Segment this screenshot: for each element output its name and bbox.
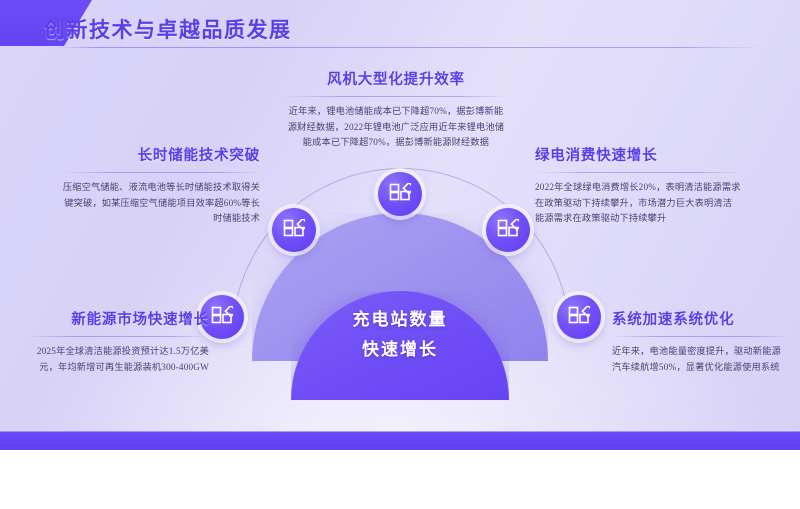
info-block-divider: [25, 336, 209, 337]
node-badge-4[interactable]: [486, 208, 530, 252]
info-block-upper-right: 绿电消费快速增长 2022年全球绿电消费增长20%，表明清洁能源需求在政策驱动下…: [535, 146, 741, 227]
info-block-divider: [62, 172, 260, 173]
info-block-body: 2025年全球清洁能源投资预计达1.5万亿美元，年均新增可再生能源装机300-4…: [36, 346, 209, 372]
slide-canvas: 创新技术与卓越品质发展 充电站数量 快速增长: [0, 0, 800, 450]
info-block-body: 近年来，锂电池储能成本已下降超70%，据彭博新能源财经数据，2022年锂电池广泛…: [287, 106, 505, 147]
info-block-title: 系统加速系统优化: [612, 312, 735, 328]
info-block-lower-right: 系统加速系统优化 近年来，电池能量密度提升，驱动新能源汽车续航增50%，显著优化…: [612, 310, 790, 375]
blocks-icon: [568, 306, 590, 328]
blocks-icon: [211, 306, 233, 328]
info-block-upper-left: 长时储能技术突破 压缩空气储能、液流电池等长时储能技术取得关键突破，如某压缩空气…: [62, 146, 260, 227]
info-block-title: 风机大型化提升效率: [327, 72, 465, 88]
info-block-lower-left: 新能源市场快速增长 2025年全球清洁能源投资预计达1.5万亿美元，年均新增可再…: [25, 310, 209, 375]
bottom-accent-bar: [0, 432, 800, 450]
inner-dome: [291, 291, 509, 400]
node-badge-2[interactable]: [272, 208, 316, 252]
page-title: 创新技术与卓越品质发展: [44, 18, 292, 42]
center-label: 充电站数量 快速增长: [300, 305, 500, 365]
center-label-line1: 充电站数量: [352, 310, 448, 329]
blocks-icon: [283, 219, 305, 241]
title-divider: [56, 47, 762, 48]
node-badge-3[interactable]: [378, 172, 422, 216]
info-block-top: 风机大型化提升效率 近年来，锂电池储能成本已下降超70%，据彭博新能源财经数据，…: [285, 70, 507, 151]
info-block-divider: [612, 336, 790, 337]
blocks-icon: [389, 183, 411, 205]
center-label-line2: 快速增长: [362, 340, 438, 359]
info-block-divider: [285, 96, 507, 97]
info-block-body: 压缩空气储能、液流电池等长时储能技术取得关键突破，如某压缩空气储能项目效率超60…: [62, 182, 260, 223]
info-block-title: 绿电消费快速增长: [535, 148, 658, 164]
info-block-divider: [535, 172, 741, 173]
node-badge-1[interactable]: [200, 295, 244, 339]
info-block-body: 近年来，电池能量密度提升，驱动新能源汽车续航增50%，显著优化能源使用系统: [612, 346, 781, 372]
info-block-title: 新能源市场快速增长: [71, 312, 209, 328]
node-badge-5[interactable]: [557, 295, 601, 339]
info-block-body: 2022年全球绿电消费增长20%，表明清洁能源需求在政策驱动下持续攀升，市场潜力…: [535, 182, 741, 223]
info-block-title: 长时储能技术突破: [137, 148, 260, 164]
outer-dome: [252, 213, 548, 361]
blocks-icon: [497, 219, 519, 241]
